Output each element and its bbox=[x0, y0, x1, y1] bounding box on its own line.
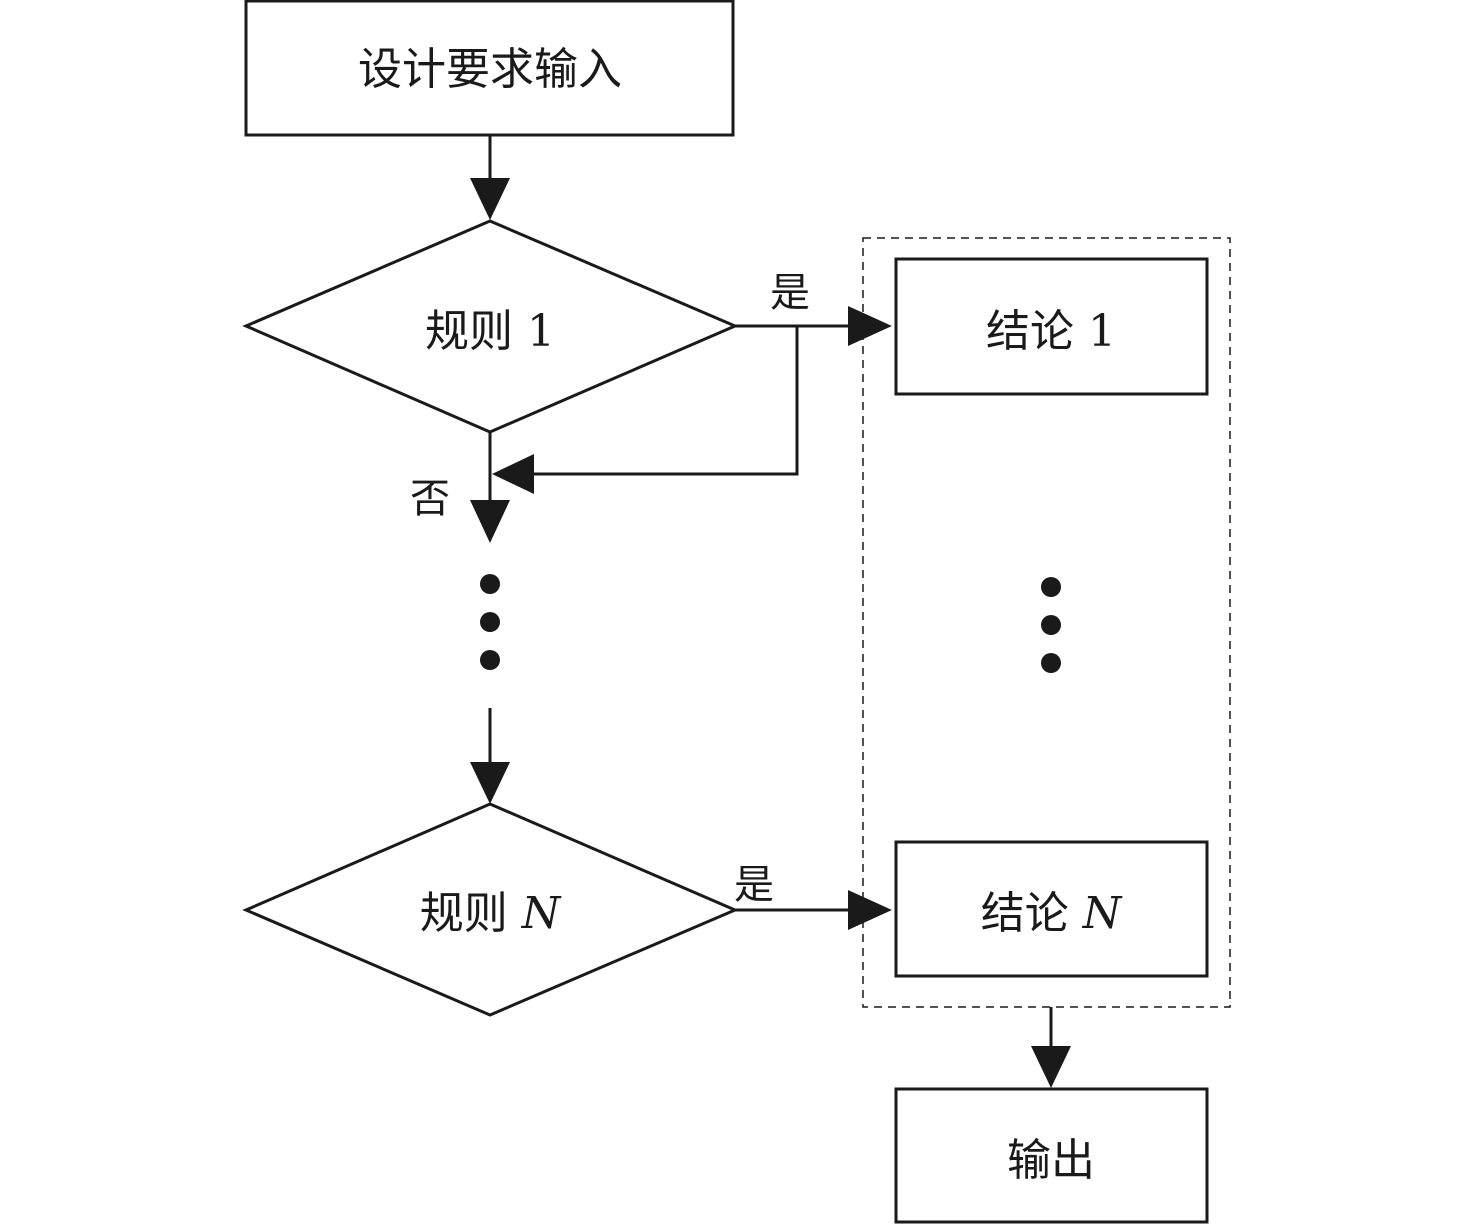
ruleN-yes-label: 是 bbox=[734, 862, 774, 908]
arrowhead-to-ruleN bbox=[470, 762, 510, 804]
left-ellipsis-dot-2 bbox=[480, 612, 500, 632]
right-ellipsis-dot-3 bbox=[1041, 653, 1061, 673]
rule1-yes-label: 是 bbox=[770, 270, 810, 316]
left-ellipsis-dot-1 bbox=[480, 574, 500, 594]
rule1-no-label: 否 bbox=[410, 476, 450, 522]
arrowhead-input-to-rule1 bbox=[470, 178, 510, 220]
input-node: 设计要求输入 bbox=[244, 0, 735, 137]
right-ellipsis-dot-1 bbox=[1041, 577, 1061, 597]
output-node: 输出 bbox=[894, 1087, 1209, 1224]
conclusion1-label: 结论 bbox=[986, 306, 1074, 357]
ruleN-label: 规则 bbox=[420, 888, 508, 939]
arrowhead-rule1-yes bbox=[848, 306, 892, 346]
rule1-node: 规则 1 bbox=[242, 219, 739, 434]
svg-text:结论1: 结论 1 bbox=[986, 306, 1116, 357]
svg-text:规则N: 规则 N bbox=[420, 888, 562, 939]
conclusions-group bbox=[862, 237, 1231, 1008]
conclusionN-node: 结论 N bbox=[894, 840, 1209, 978]
ruleN-suffix: N bbox=[521, 888, 562, 939]
arrowhead-rule1-no bbox=[470, 500, 510, 543]
input-node-label: 设计要求输入 bbox=[358, 44, 622, 95]
conclusionN-label: 结论 bbox=[981, 888, 1069, 939]
right-ellipsis-dot-2 bbox=[1041, 615, 1061, 635]
svg-text:规则1: 规则 1 bbox=[425, 306, 555, 357]
conclusionN-suffix: N bbox=[1082, 888, 1123, 939]
rule1-label: 规则 bbox=[425, 306, 513, 357]
arrowhead-ruleN-yes bbox=[848, 890, 892, 930]
rule1-suffix: 1 bbox=[527, 306, 555, 357]
edge-rule1-return bbox=[530, 326, 799, 476]
arrowhead-group-to-output bbox=[1031, 1046, 1071, 1088]
conclusion1-node: 结论 1 bbox=[894, 257, 1209, 396]
output-node-label: 输出 bbox=[1007, 1135, 1095, 1186]
left-ellipsis-dot-3 bbox=[480, 650, 500, 670]
conclusion1-suffix: 1 bbox=[1088, 306, 1116, 357]
svg-text:结论N: 结论 N bbox=[981, 888, 1123, 939]
ruleN-node: 规则 N bbox=[242, 802, 739, 1017]
arrowhead-rule1-return bbox=[492, 454, 534, 494]
